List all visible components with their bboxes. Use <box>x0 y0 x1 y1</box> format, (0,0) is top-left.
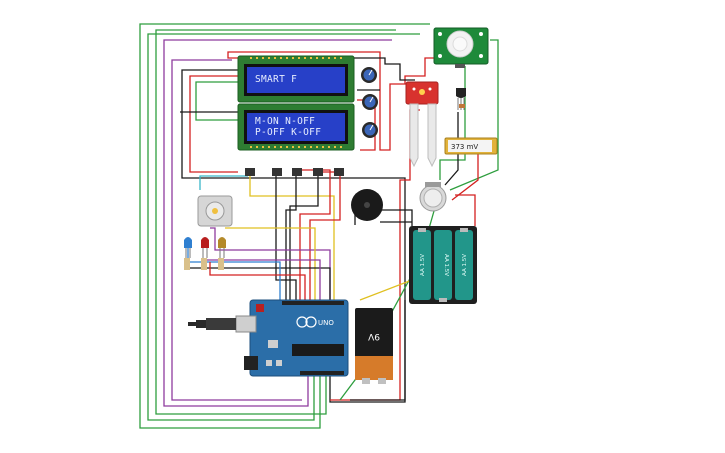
potentiometer-3[interactable] <box>362 122 378 138</box>
wire-black-top <box>354 57 415 81</box>
wire-red-led <box>209 262 306 300</box>
potentiometer-2[interactable] <box>362 94 378 110</box>
lcd2-line2: P-OFF K-OFF <box>255 127 321 138</box>
aa-battery-pack: AA 1.5V AA 1.5V AA 1.5V <box>409 226 477 304</box>
wire-yellow-motor <box>225 227 316 300</box>
wire-green-2 <box>147 33 420 421</box>
wire-black-led1 <box>188 267 331 300</box>
lcd1-line1: SMART F <box>255 74 297 85</box>
wire-red-batt <box>455 194 476 226</box>
soil-moisture-sensor <box>405 81 439 168</box>
lcd1-pins <box>250 57 342 59</box>
arduino-uno-board: UNO <box>235 299 349 377</box>
wire-blue-left <box>199 175 248 190</box>
wire-yellow-btn <box>249 176 335 300</box>
wire-black-btn2 <box>285 176 297 300</box>
push-button-1[interactable] <box>245 168 255 176</box>
usb-port <box>235 315 257 333</box>
wire-green-pir <box>439 66 466 180</box>
wire-green-left <box>195 81 238 121</box>
outer-wires <box>139 23 430 429</box>
wire-purple-2 <box>171 59 302 401</box>
aa-cell-3-label: AA 1.5V <box>462 254 468 276</box>
led-resistors <box>184 258 224 270</box>
wire-red-left <box>189 75 238 173</box>
push-button-5[interactable] <box>334 168 344 176</box>
aa-cell-2-label: AA 1.5V <box>443 254 449 276</box>
wire-yellow-right <box>359 279 413 301</box>
lcd2-pins <box>250 146 342 148</box>
wire-red-top <box>227 51 445 151</box>
led-red <box>201 237 209 258</box>
push-buttons[interactable] <box>245 168 344 176</box>
pir-sensor <box>433 27 489 68</box>
servo-motor <box>419 182 447 212</box>
wire-green-outer <box>139 23 430 429</box>
potentiometer-1[interactable] <box>361 67 377 83</box>
wire-black-sensor <box>444 112 459 186</box>
wire-black-9v <box>350 300 406 401</box>
reset-button[interactable] <box>256 304 264 312</box>
battery-9v-label: 9V <box>367 331 380 341</box>
arduino-model: UNO <box>318 319 334 327</box>
wire-black-btn3 <box>289 176 319 300</box>
dc-motor <box>197 195 233 227</box>
lcd2-line1: M-ON N-OFF <box>255 116 315 127</box>
wire-purple-motor <box>210 227 331 300</box>
temperature-sensor <box>456 88 466 110</box>
wire-green-3 <box>155 29 396 415</box>
led-yellow <box>218 237 226 258</box>
wire-black-batt <box>354 209 413 226</box>
lcd-display-1: SMART F <box>237 55 355 103</box>
wire-purple-outer <box>163 39 392 407</box>
push-button-3[interactable] <box>292 168 302 176</box>
aa-cell-1-label: AA 1.5V <box>420 254 426 276</box>
lcd-display-2: M-ON N-OFF P-OFF K-OFF <box>237 103 355 151</box>
push-button-2[interactable] <box>272 168 282 176</box>
push-button-4[interactable] <box>313 168 323 176</box>
battery-9v: 9V <box>355 308 393 384</box>
power-jack <box>244 356 258 370</box>
wire-green-sensor <box>449 39 499 191</box>
voltmeter: 373 mV <box>444 137 498 155</box>
voltmeter-reading: 373 mV <box>451 143 478 151</box>
wire-black-left <box>181 69 406 403</box>
usb-cable <box>188 318 236 330</box>
wire-blue-led <box>187 248 281 300</box>
middle-wires <box>187 169 441 401</box>
wire-purple-led2 <box>205 259 321 300</box>
led-blue <box>184 237 192 258</box>
piezo-buzzer <box>351 189 383 221</box>
